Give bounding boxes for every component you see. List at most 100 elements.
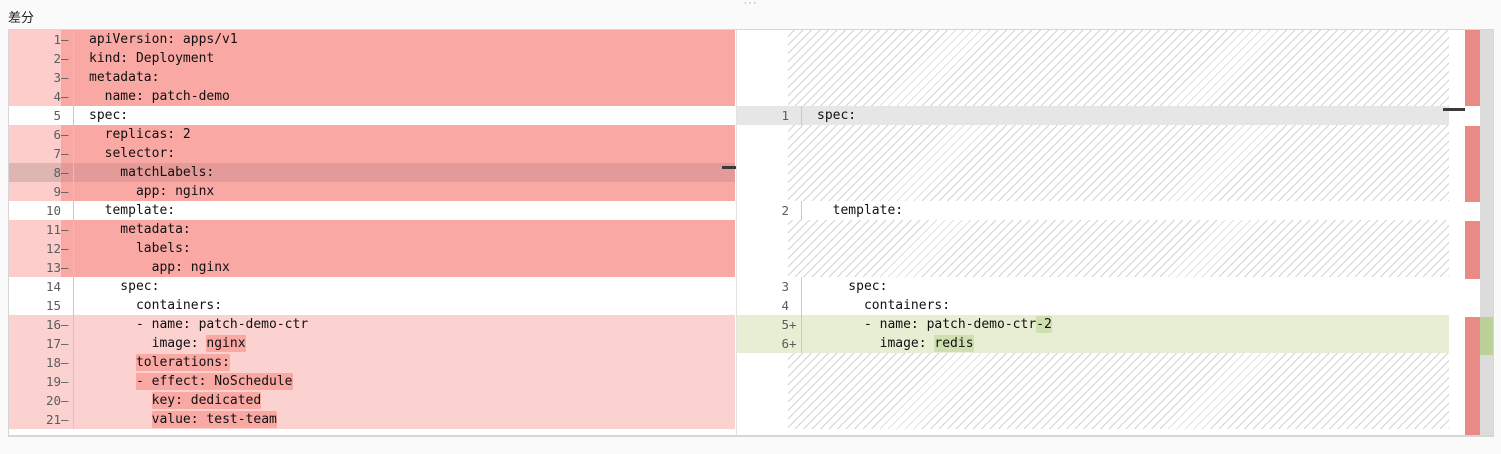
line-number: 16 (9, 315, 61, 334)
diff-line-row[interactable]: 6– replicas: 2 (9, 125, 735, 144)
line-number: 12 (9, 239, 61, 258)
line-number: 6 (737, 334, 789, 353)
indent-guide (73, 49, 87, 68)
removed-marker-icon: – (61, 165, 69, 180)
diff-line-row[interactable]: 12– labels: (9, 239, 735, 258)
no-change-marker (61, 277, 71, 296)
diff-line-row[interactable]: 8– matchLabels: (9, 163, 735, 182)
diff-line-row[interactable]: 1–apiVersion: apps/v1 (9, 30, 735, 49)
diff-line-row[interactable]: 20– key: dedicated (9, 391, 735, 410)
diff-line-row[interactable]: 9– app: nginx (9, 182, 735, 201)
indent-guide (73, 182, 87, 201)
removed-marker-icon: – (61, 355, 69, 370)
no-change-marker (61, 296, 71, 315)
diff-line-row[interactable]: 13– app: nginx (9, 258, 735, 277)
inline-diff-highlight: tolerations: (135, 354, 230, 371)
removed-marker-icon: – (61, 260, 69, 275)
removed-marker-icon: – (61, 89, 69, 104)
code-text: selector: (89, 146, 176, 161)
code-text: image: nginx (87, 334, 735, 353)
line-number: 11 (9, 220, 61, 239)
line-number: 18 (9, 353, 61, 372)
no-change-marker (789, 277, 799, 296)
no-change-marker (789, 201, 799, 220)
code-segment (89, 412, 152, 427)
diff-line-row[interactable]: 15 containers: (9, 296, 735, 315)
line-number: 19 (9, 372, 61, 391)
removed-marker-icon: – (61, 222, 69, 237)
code-text: - name: patch-demo-ctr (87, 315, 735, 334)
code-segment (89, 355, 136, 370)
line-number: 7 (9, 144, 61, 163)
diff-line-row[interactable]: 5+ - name: patch-demo-ctr-2 (737, 315, 1449, 334)
code-segment: - name: patch-demo-ctr (817, 317, 1037, 332)
no-change-marker (789, 106, 799, 125)
line-number: 4 (9, 87, 61, 106)
diff-line-row[interactable]: 14 spec: (9, 277, 735, 296)
ruler-marker-deleted-2 (1465, 126, 1480, 202)
code-text: app: nginx (89, 184, 215, 199)
diff-line-row[interactable]: 21– value: test-team (9, 410, 735, 429)
code-text: tolerations: (87, 353, 735, 372)
missing-lines-placeholder (788, 353, 1449, 429)
code-text: spec: (89, 279, 160, 294)
removed-marker-icon: – (61, 146, 69, 161)
diff-line-row[interactable]: 3–metadata: (9, 68, 735, 87)
line-number: 13 (9, 258, 61, 277)
code-text: image: redis (815, 334, 1449, 353)
missing-lines-placeholder (788, 30, 1449, 106)
code-text: - effect: NoSchedule (87, 372, 735, 391)
missing-lines-placeholder (788, 125, 1449, 201)
code-text: apiVersion: apps/v1 (89, 32, 238, 47)
diff-line-row[interactable]: 6+ image: redis (737, 334, 1449, 353)
inline-diff-highlight: value: test-team (151, 411, 277, 428)
code-text: - name: patch-demo-ctr-2 (815, 315, 1449, 334)
diff-line-row[interactable]: 11– metadata: (9, 220, 735, 239)
diff-line-row[interactable]: 19– - effect: NoSchedule (9, 372, 735, 391)
diff-line-row[interactable]: 2 template: (737, 201, 1449, 220)
removed-marker-icon: – (61, 336, 69, 351)
vertical-scrollbar[interactable] (1480, 30, 1493, 435)
indent-guide (73, 410, 87, 429)
diff-line-row[interactable]: 4– name: patch-demo (9, 87, 735, 106)
code-segment: image: (817, 336, 935, 351)
code-text: labels: (89, 241, 191, 256)
added-marker-icon: + (789, 336, 797, 351)
diff-line-row[interactable]: 3 spec: (737, 277, 1449, 296)
diff-line-row[interactable]: 16– - name: patch-demo-ctr (9, 315, 735, 334)
diff-line-row[interactable]: 4 containers: (737, 296, 1449, 315)
code-text: containers: (89, 298, 223, 313)
line-number: 3 (737, 277, 789, 296)
frame-bottom-border (8, 436, 1494, 437)
diff-line-row[interactable]: 17– image: nginx (9, 334, 735, 353)
inline-diff-highlight: - effect: NoSchedule (135, 373, 293, 390)
line-number: 5 (9, 106, 61, 125)
overflow-dots[interactable]: ··· (743, 0, 758, 9)
code-text: kind: Deployment (89, 51, 215, 66)
diff-line-row[interactable]: 2–kind: Deployment (9, 49, 735, 68)
no-change-marker (789, 296, 799, 315)
indent-guide (73, 258, 87, 277)
ruler-marker-added-1 (1480, 317, 1493, 355)
diff-line-row[interactable]: 10 template: (9, 201, 735, 220)
code-segment: - name: patch-demo-ctr (89, 317, 309, 332)
diff-line-row[interactable]: 18– tolerations: (9, 353, 735, 372)
diff-anchor-right (1443, 108, 1465, 111)
indent-guide (73, 144, 87, 163)
indent-guide (73, 30, 87, 49)
indent-guide (801, 334, 815, 353)
indent-guide (73, 277, 87, 296)
code-text: matchLabels: (89, 165, 215, 180)
missing-lines-placeholder (788, 220, 1449, 277)
code-text: template: (817, 203, 904, 218)
diff-line-row[interactable]: 7– selector: (9, 144, 735, 163)
indent-guide (801, 277, 815, 296)
ruler-marker-deleted-1 (1465, 30, 1480, 106)
indent-guide (73, 220, 87, 239)
